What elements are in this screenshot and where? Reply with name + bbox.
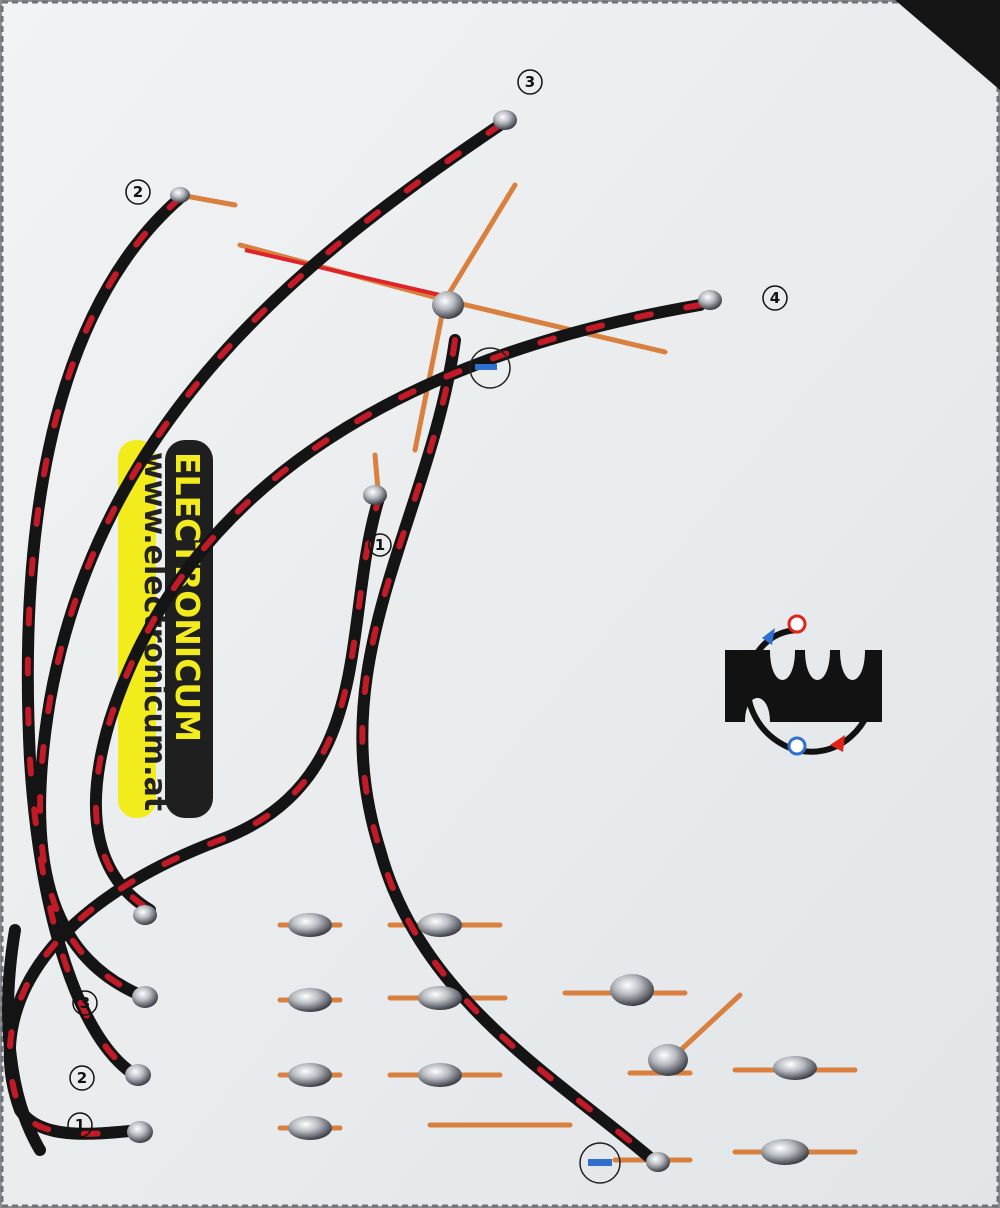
terminal-labels: 2 3 4 1 3 2 1 [67, 69, 788, 1138]
minus-terminal-icon [469, 347, 511, 389]
svg-text:1: 1 [375, 536, 385, 554]
logo-brand-strip: ELECTRONICUM [165, 440, 213, 818]
svg-text:3: 3 [80, 994, 90, 1012]
svg-text:1: 1 [75, 1116, 85, 1134]
engine-cycle-icon [725, 614, 882, 756]
svg-text:3: 3 [525, 73, 535, 91]
svg-text:4: 4 [770, 289, 780, 307]
solder-joints [125, 110, 817, 1172]
wires [2, 119, 706, 1168]
terminal-label-middle: 1 [368, 533, 392, 557]
terminal-label-top-left: 2 [125, 179, 151, 205]
minus-terminal-icon [579, 1142, 621, 1184]
terminal-label-top-right: 4 [762, 285, 788, 311]
red-wire-strip [244, 248, 441, 297]
svg-text:2: 2 [133, 183, 143, 201]
terminal-label-bottom-3: 3 [72, 990, 98, 1016]
terminal-label-bottom-1: 1 [67, 1112, 93, 1138]
svg-text:2: 2 [77, 1069, 87, 1087]
terminal-label-top-center: 3 [517, 69, 543, 95]
terminal-label-bottom-2: 2 [69, 1065, 95, 1091]
corner-tab [895, 0, 1000, 90]
